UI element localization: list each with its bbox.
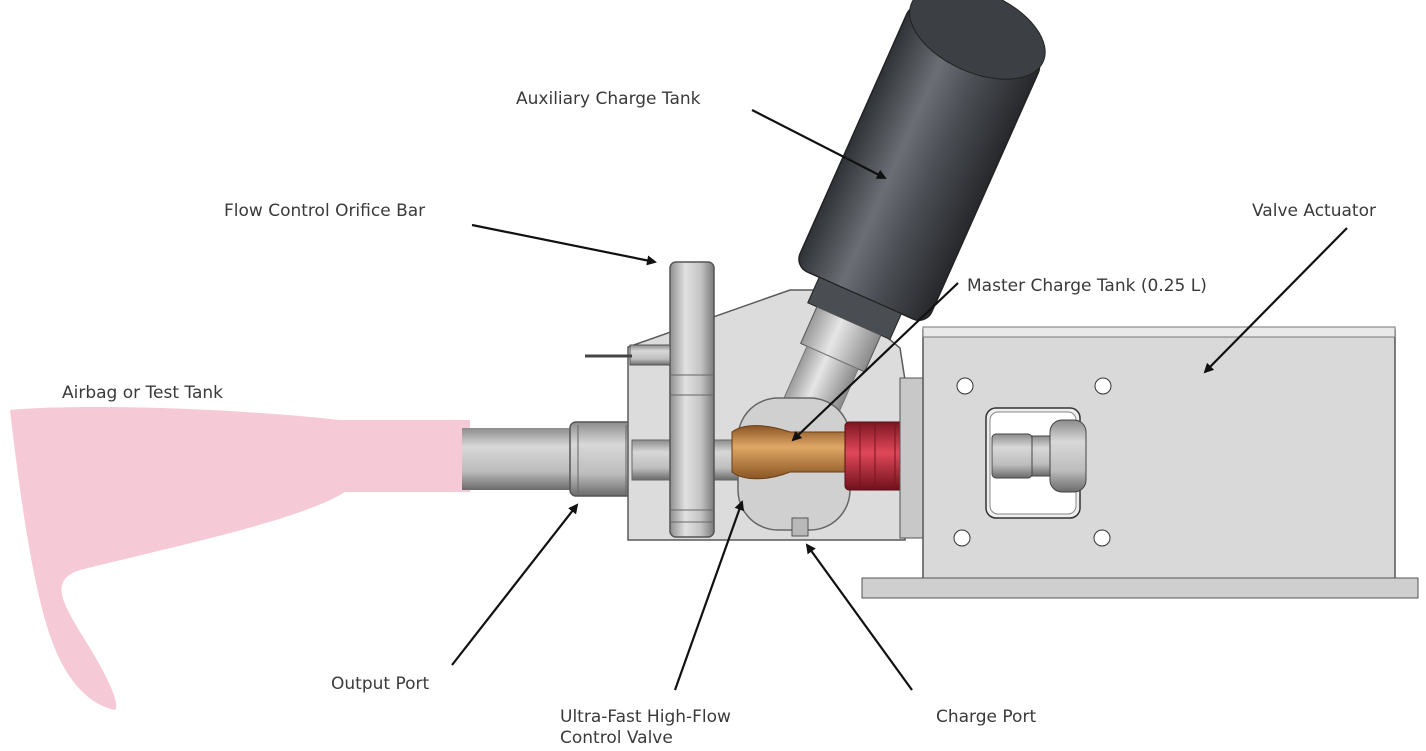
label-output-port: Output Port xyxy=(331,674,430,694)
charge-port-nub xyxy=(791,517,809,537)
actuator-rod xyxy=(1031,435,1053,477)
label-control-valve-line1: Ultra-Fast High-Flow xyxy=(560,707,731,727)
airbag-shape xyxy=(10,407,470,710)
actuator-piston xyxy=(1049,419,1087,493)
needle-fitting xyxy=(629,344,671,366)
arrow-master-tank xyxy=(791,282,959,442)
label-airbag-or-test-tank: Airbag or Test Tank xyxy=(62,383,224,403)
label-valve-actuator: Valve Actuator xyxy=(1252,201,1376,221)
arrow-orifice-bar xyxy=(471,223,657,266)
orifice-bar xyxy=(669,261,715,538)
output-tube xyxy=(462,428,574,490)
label-charge-port: Charge Port xyxy=(936,707,1037,727)
label-control-valve-line2: Control Valve xyxy=(560,728,673,748)
actuator-hole xyxy=(1093,529,1111,547)
copper-valve-stem xyxy=(731,425,851,480)
arrow-valve-actuator xyxy=(1203,227,1348,374)
actuator-hole xyxy=(1094,377,1112,395)
actuator-top-lip xyxy=(922,326,1396,338)
actuator-base-plate xyxy=(861,577,1419,599)
label-auxiliary-charge-tank: Auxiliary Charge Tank xyxy=(516,89,701,109)
output-port-nut xyxy=(569,421,636,497)
actuator-hole xyxy=(953,529,971,547)
arrow-output-port xyxy=(451,503,579,666)
arrow-charge-port xyxy=(805,543,913,691)
label-flow-control-orifice-bar: Flow Control Orifice Bar xyxy=(224,201,426,221)
actuator-nut xyxy=(991,433,1033,479)
label-master-charge-tank: Master Charge Tank (0.25 L) xyxy=(967,276,1207,296)
arrow-auxiliary-tank xyxy=(751,109,887,179)
arrow-control-valve xyxy=(673,500,745,691)
actuator-hole xyxy=(956,377,974,395)
